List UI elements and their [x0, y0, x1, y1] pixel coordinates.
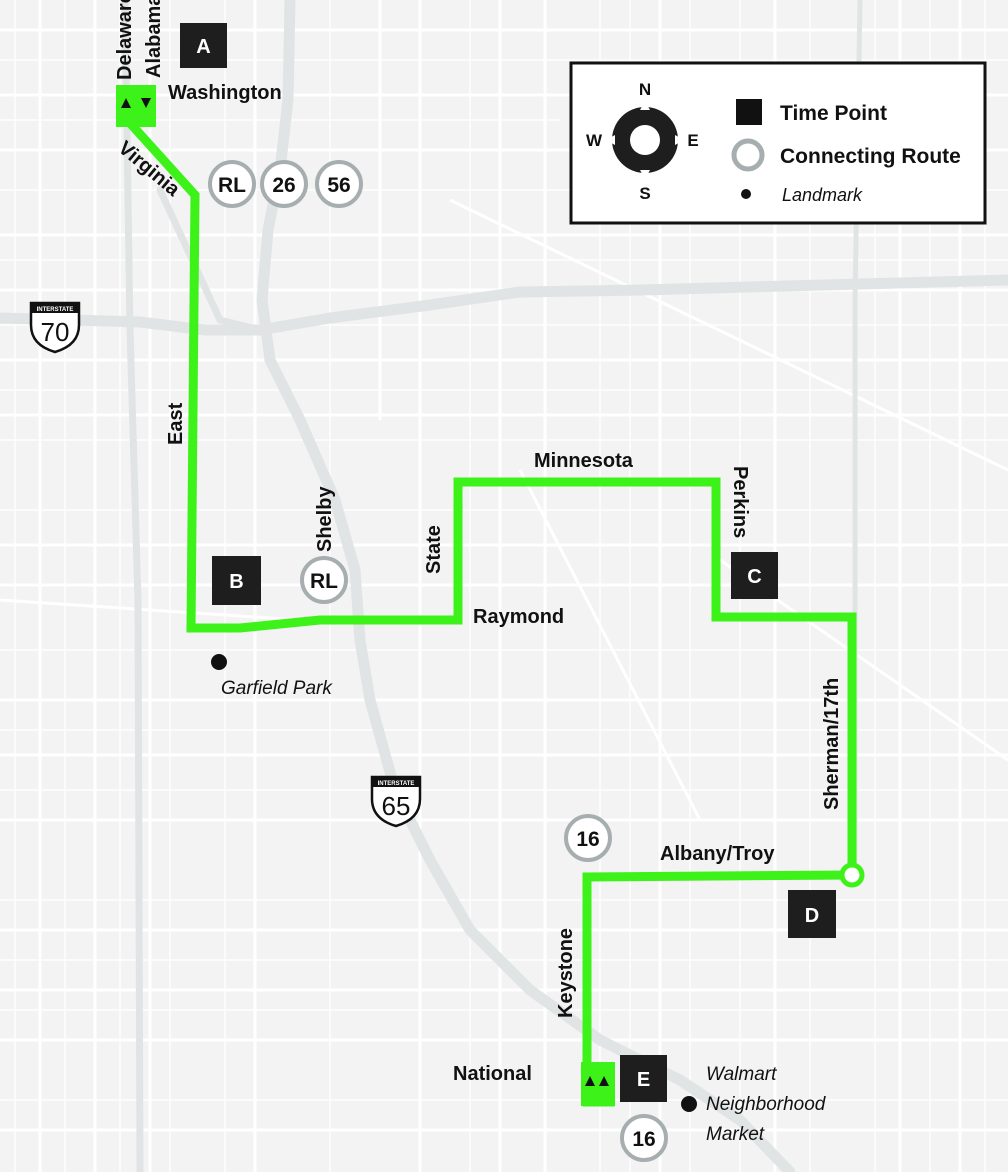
landmark-dot-icon	[211, 654, 227, 670]
time-point-a: A	[180, 23, 227, 68]
legend-connecting-route-icon	[731, 138, 765, 172]
svg-text:B: B	[229, 571, 243, 593]
connecting-route-26: 26	[260, 160, 308, 208]
route-line	[116, 108, 857, 1107]
legend-landmark-label: Landmark	[782, 185, 863, 205]
street-label-state: State	[423, 525, 445, 574]
connecting-route-16-north: 16	[564, 814, 612, 862]
svg-text:Garfield Park: Garfield Park	[221, 678, 333, 699]
time-point-d: D	[788, 890, 836, 938]
street-label-east: East	[165, 402, 187, 445]
landmark-garfield-park: Garfield Park	[211, 654, 333, 699]
street-label-alabama: Alabama	[143, 0, 165, 78]
svg-text:Neighborhood: Neighborhood	[706, 1094, 827, 1115]
svg-text:E: E	[637, 1069, 650, 1091]
street-label-national: National	[453, 1063, 532, 1085]
svg-text:16: 16	[632, 1128, 655, 1151]
svg-text:INTERSTATE: INTERSTATE	[37, 307, 74, 313]
legend-time-point-label: Time Point	[780, 102, 887, 125]
time-point-b: B	[212, 556, 261, 605]
interstate-70-shield: INTERSTATE 70	[29, 301, 81, 354]
svg-text:E: E	[687, 131, 698, 150]
svg-text:26: 26	[272, 174, 295, 197]
svg-text:RL: RL	[310, 570, 338, 593]
street-label-perkins: Perkins	[729, 466, 751, 538]
svg-text:N: N	[639, 80, 651, 99]
time-point-c: C	[731, 552, 778, 599]
svg-text:A: A	[196, 36, 210, 58]
street-label-albany-troy: Albany/Troy	[660, 843, 775, 865]
direction-arrows-south	[585, 1076, 609, 1086]
svg-text:Walmart: Walmart	[706, 1064, 777, 1085]
svg-text:RL: RL	[218, 174, 246, 197]
connecting-route-56: 56	[315, 160, 363, 208]
legend: N S W E Time Point Connecting Route Land…	[569, 61, 987, 225]
time-point-e: E	[620, 1055, 667, 1102]
connecting-route-rl-north: RL	[208, 160, 256, 208]
connecting-route-rl-shelby: RL	[300, 556, 348, 604]
legend-connecting-route-label: Connecting Route	[780, 145, 961, 168]
street-label-shelby: Shelby	[314, 486, 336, 552]
compass-rose-icon: N S W E	[586, 80, 699, 203]
street-label-minnesota: Minnesota	[534, 450, 634, 472]
connecting-route-16-south: 16	[620, 1114, 668, 1162]
svg-text:70: 70	[41, 317, 70, 347]
svg-text:S: S	[639, 184, 650, 203]
svg-text:D: D	[805, 905, 819, 927]
street-label-sherman-17th: Sherman/17th	[821, 678, 843, 810]
street-label-washington: Washington	[168, 82, 282, 104]
svg-text:56: 56	[327, 174, 350, 197]
svg-text:65: 65	[382, 791, 411, 821]
direction-arrows-north	[121, 98, 151, 108]
svg-text:INTERSTATE: INTERSTATE	[378, 781, 415, 787]
svg-text:16: 16	[576, 828, 599, 851]
legend-landmark-icon	[741, 189, 751, 199]
landmark-walmart: Walmart Neighborhood Market	[681, 1064, 827, 1145]
legend-time-point-icon	[736, 99, 762, 125]
svg-text:W: W	[586, 131, 603, 150]
interstate-65-shield: INTERSTATE 65	[370, 775, 422, 828]
street-label-raymond: Raymond	[473, 606, 564, 628]
svg-text:Market: Market	[706, 1124, 765, 1145]
svg-text:C: C	[747, 566, 761, 588]
street-label-keystone: Keystone	[555, 928, 577, 1018]
route-node-sherman	[839, 862, 865, 888]
street-label-delaware: Delaware	[114, 0, 136, 80]
landmark-dot-icon	[681, 1096, 697, 1112]
